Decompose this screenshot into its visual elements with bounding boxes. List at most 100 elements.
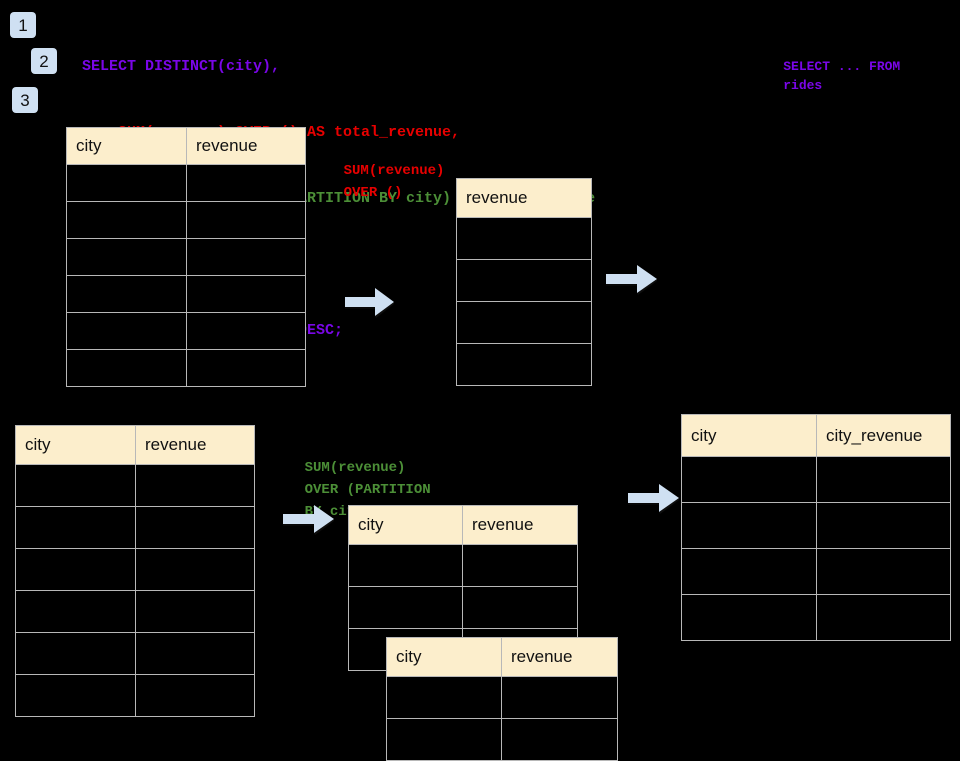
table-partition-front: city revenue bbox=[386, 637, 618, 761]
cell bbox=[135, 674, 255, 717]
column-header-city: city bbox=[348, 505, 463, 545]
arrow-partition-to-final bbox=[628, 484, 680, 518]
cell bbox=[501, 718, 618, 761]
cell bbox=[681, 548, 817, 595]
cell bbox=[456, 343, 592, 386]
table-row bbox=[456, 343, 592, 386]
annotation-total-revenue-line-2: OVER () bbox=[343, 185, 403, 201]
cell bbox=[348, 586, 463, 629]
cell bbox=[816, 548, 951, 595]
table-row bbox=[15, 674, 255, 717]
cell bbox=[386, 676, 502, 719]
column-header-revenue: revenue bbox=[456, 178, 592, 218]
sidenote-line-1: SELECT ... FROM bbox=[783, 59, 901, 74]
cell bbox=[816, 594, 951, 641]
column-header-revenue: revenue bbox=[135, 425, 255, 465]
cell bbox=[186, 164, 306, 202]
table-header-row: city revenue bbox=[15, 425, 255, 465]
table-row bbox=[681, 456, 951, 503]
cell bbox=[15, 464, 136, 507]
annotation-city-revenue-line-1: SUM(revenue) bbox=[304, 460, 406, 476]
column-header-city: city bbox=[386, 637, 502, 677]
cell bbox=[456, 301, 592, 344]
cell bbox=[135, 506, 255, 549]
cell bbox=[681, 594, 817, 641]
cell bbox=[386, 718, 502, 761]
table-row bbox=[66, 164, 306, 202]
step-badge-1: 1 bbox=[10, 12, 36, 38]
column-header-city-revenue: city_revenue bbox=[816, 414, 951, 457]
table-row bbox=[66, 275, 306, 313]
cell bbox=[135, 632, 255, 675]
cell bbox=[15, 548, 136, 591]
annotation-total-revenue-line-1: SUM(revenue) bbox=[343, 163, 445, 179]
arrow-total-to-final bbox=[606, 265, 658, 299]
cell bbox=[186, 201, 306, 239]
table-row bbox=[66, 349, 306, 387]
cell bbox=[501, 676, 618, 719]
cell bbox=[15, 506, 136, 549]
table-row bbox=[681, 502, 951, 549]
cell bbox=[15, 674, 136, 717]
table-row bbox=[386, 718, 618, 761]
column-header-city: city bbox=[681, 414, 817, 457]
table-row bbox=[456, 217, 592, 260]
column-header-revenue: revenue bbox=[501, 637, 618, 677]
annotation-city-revenue-line-2: OVER (PARTITION bbox=[304, 482, 431, 498]
table-row bbox=[348, 544, 578, 587]
sidenote-select-from: SELECT ... FROM rides bbox=[752, 38, 900, 114]
diagram-canvas: 1 2 3 SELECT DISTINCT(city), SUM(revenue… bbox=[10, 12, 951, 761]
table-row bbox=[15, 464, 255, 507]
cell bbox=[348, 544, 463, 587]
table-header-row: city revenue bbox=[386, 637, 618, 677]
table-row bbox=[66, 201, 306, 239]
cell bbox=[456, 259, 592, 302]
step-badge-2: 2 bbox=[31, 48, 57, 74]
table-total-revenue: revenue bbox=[456, 178, 592, 386]
column-header-city: city bbox=[66, 127, 187, 165]
cell bbox=[456, 217, 592, 260]
table-header-row: city revenue bbox=[348, 505, 578, 545]
cell bbox=[66, 238, 187, 276]
cell bbox=[186, 275, 306, 313]
sidenote-line-2: rides bbox=[783, 78, 823, 93]
arrow-source-to-total bbox=[345, 288, 395, 322]
cell bbox=[681, 456, 817, 503]
sql-line-select: SELECT DISTINCT(city), bbox=[82, 58, 281, 75]
table-row bbox=[15, 548, 255, 591]
cell bbox=[462, 586, 578, 629]
cell bbox=[66, 164, 187, 202]
column-header-revenue: revenue bbox=[186, 127, 306, 165]
cell bbox=[462, 544, 578, 587]
annotation-total-revenue: SUM(revenue) OVER () bbox=[310, 138, 445, 226]
table-header-row: city city_revenue bbox=[681, 414, 951, 457]
cell bbox=[15, 632, 136, 675]
cell bbox=[186, 312, 306, 350]
table-row bbox=[66, 238, 306, 276]
table-row bbox=[456, 259, 592, 302]
cell bbox=[186, 349, 306, 387]
cell bbox=[681, 502, 817, 549]
table-row bbox=[15, 632, 255, 675]
table-row bbox=[456, 301, 592, 344]
table-city-revenue: city city_revenue bbox=[681, 414, 951, 641]
cell bbox=[816, 456, 951, 503]
table-row bbox=[66, 312, 306, 350]
cell bbox=[186, 238, 306, 276]
column-header-city: city bbox=[15, 425, 136, 465]
table-header-row: city revenue bbox=[66, 127, 306, 165]
cell bbox=[816, 502, 951, 549]
table-source-bottom: city revenue bbox=[15, 425, 255, 717]
table-row bbox=[15, 506, 255, 549]
step-badge-3: 3 bbox=[12, 87, 38, 113]
cell bbox=[135, 548, 255, 591]
cell bbox=[135, 464, 255, 507]
cell bbox=[135, 590, 255, 633]
cell bbox=[66, 349, 187, 387]
table-source-top: city revenue bbox=[66, 127, 306, 387]
table-row bbox=[386, 676, 618, 719]
cell bbox=[66, 312, 187, 350]
table-row bbox=[681, 594, 951, 641]
table-header-row: revenue bbox=[456, 178, 592, 218]
cell bbox=[66, 201, 187, 239]
